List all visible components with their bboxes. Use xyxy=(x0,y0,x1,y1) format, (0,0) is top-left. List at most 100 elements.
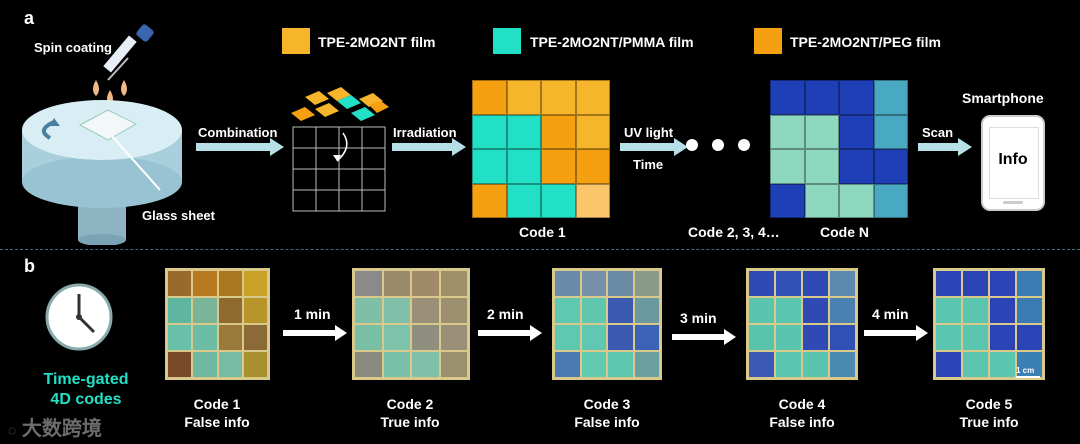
grid-cell xyxy=(830,298,855,323)
grid-cell xyxy=(355,298,382,323)
time-label: Time xyxy=(633,157,664,172)
grid-cell xyxy=(555,352,580,377)
grid-cell xyxy=(839,183,874,218)
arrow-icon xyxy=(918,138,972,156)
legend-label-pmma: TPE-2MO2NT/PMMA film xyxy=(530,34,694,50)
code-3-info: False info xyxy=(574,414,640,430)
grid-cell xyxy=(830,271,855,296)
grid-cell xyxy=(541,80,576,115)
grid-cell xyxy=(218,271,242,296)
code-3-caption: Code 3 False info xyxy=(557,395,657,431)
grid-cell xyxy=(506,183,541,218)
grid-cell xyxy=(193,271,217,296)
grid-cell xyxy=(541,114,576,149)
grid-cell xyxy=(1017,271,1042,296)
grid-cell xyxy=(555,271,580,296)
grid-cell xyxy=(575,80,610,115)
grid-cell xyxy=(472,114,507,149)
grid-cell xyxy=(355,325,382,350)
grid-cell xyxy=(608,352,633,377)
grid-cell xyxy=(575,149,610,184)
grid-cell xyxy=(749,298,774,323)
legend-label-tpe: TPE-2MO2NT film xyxy=(318,34,436,50)
smartphone-label: Smartphone xyxy=(962,90,1044,106)
grid-cell xyxy=(839,149,874,184)
legend-swatch-peg xyxy=(754,28,782,54)
grid-cell xyxy=(581,325,606,350)
panel-b-label: b xyxy=(24,256,35,276)
4d-codes-line: 4D codes xyxy=(50,391,122,408)
grid-cell xyxy=(634,298,659,323)
grid-cell xyxy=(243,298,267,323)
grid-cell xyxy=(168,352,192,377)
grid-cell xyxy=(506,80,541,115)
scale-bar-label: 1 cm xyxy=(1016,366,1035,375)
grid-cell xyxy=(412,352,439,377)
empty-grid xyxy=(292,126,386,212)
arrow-icon xyxy=(196,138,284,156)
code-n-grid xyxy=(770,80,908,218)
irradiation-label: Irradiation xyxy=(393,125,457,140)
grid-cell xyxy=(243,352,267,377)
spin-coating-label: Spin coating xyxy=(34,40,112,55)
grid-cell xyxy=(990,325,1015,350)
grid-cell xyxy=(383,352,410,377)
code-5-photo xyxy=(933,268,1045,380)
ellipsis-dots-icon xyxy=(686,139,750,151)
code-2-info: True info xyxy=(380,414,440,430)
grid-cell xyxy=(506,149,541,184)
grid-cell xyxy=(218,325,242,350)
grid-cell xyxy=(776,298,801,323)
code-1-photo xyxy=(165,268,270,380)
code1-grid xyxy=(472,80,610,218)
grid-cell xyxy=(873,80,908,115)
grid-cell xyxy=(440,298,467,323)
grid-cell xyxy=(634,325,659,350)
glass-sheet-label: Glass sheet xyxy=(142,208,215,223)
dropper-icon xyxy=(103,24,154,81)
grid-cell xyxy=(440,271,467,296)
grid-cell xyxy=(936,298,961,323)
grid-cell xyxy=(803,352,828,377)
grid-cell xyxy=(383,325,410,350)
grid-cell xyxy=(412,271,439,296)
grid-cell xyxy=(472,149,507,184)
legend-swatch-tpe xyxy=(282,28,310,54)
grid-cell xyxy=(555,298,580,323)
code-3-name: Code 3 xyxy=(583,396,631,412)
grid-cell xyxy=(581,298,606,323)
step-4-label: 4 min xyxy=(872,306,909,322)
grid-cell xyxy=(963,325,988,350)
watermark: ◌ 大数跨境 xyxy=(8,412,102,441)
grid-cell xyxy=(803,271,828,296)
grid-cell xyxy=(830,352,855,377)
grid-cell xyxy=(355,271,382,296)
grid-cell xyxy=(168,325,192,350)
grid-cell xyxy=(990,352,1015,377)
grid-cell xyxy=(770,80,805,115)
grid-cell xyxy=(193,298,217,323)
grid-cell xyxy=(873,183,908,218)
grid-cell xyxy=(749,271,774,296)
code-2-photo xyxy=(352,268,470,380)
code-2-3-4-label: Code 2, 3, 4… xyxy=(688,224,780,240)
code-4-name: Code 4 xyxy=(778,396,826,412)
grid-cell xyxy=(472,183,507,218)
code-4-info: False info xyxy=(769,414,835,430)
grid-cell xyxy=(804,114,839,149)
grid-cell xyxy=(541,183,576,218)
grid-cell xyxy=(776,352,801,377)
code-4-photo xyxy=(746,268,858,380)
grid-cell xyxy=(839,80,874,115)
combination-label: Combination xyxy=(198,125,278,140)
grid-cell xyxy=(581,271,606,296)
panel-a-label: a xyxy=(24,8,35,28)
grid-cell xyxy=(243,271,267,296)
arrow-icon xyxy=(672,329,736,345)
spin-coater-illustration xyxy=(22,24,182,245)
grid-cell xyxy=(749,325,774,350)
grid-cell xyxy=(936,271,961,296)
grid-cell xyxy=(608,325,633,350)
